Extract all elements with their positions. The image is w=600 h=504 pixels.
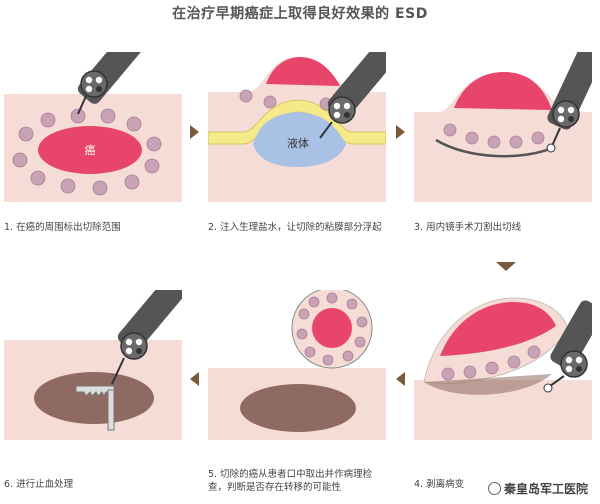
step-5-panel (208, 290, 386, 440)
endoscope (319, 52, 386, 139)
step-2-illustration: 液体 (208, 52, 386, 202)
incision-line (435, 138, 553, 158)
step-3-panel (414, 52, 592, 202)
watermark-text: 秦皇岛军工医院 (503, 482, 588, 496)
step-1-caption: 1. 在癌的周围标出切除范围 (4, 222, 121, 233)
specimen-dots (296, 292, 368, 366)
step-5-caption: 5. 切除的癌从患者口中取出并作病理检查，判断是否存在转移的可能性 (208, 469, 373, 493)
step-6-illustration (4, 290, 182, 440)
marking-dots (443, 123, 545, 149)
step-4-panel (414, 290, 592, 440)
hemostatic-clip (75, 385, 115, 431)
endoscope (77, 52, 149, 115)
arrow-2-to-3 (396, 125, 405, 139)
tumor (454, 72, 552, 110)
marking-dots (441, 345, 541, 381)
fluid-label: 液体 (287, 136, 309, 150)
step-1-illustration: 癌 (4, 52, 182, 202)
wechat-icon (487, 482, 501, 495)
step-6-panel (4, 290, 182, 440)
specimen-tumor (312, 308, 352, 348)
wound-area (240, 384, 356, 432)
step-5-illustration (208, 290, 386, 440)
step-2-panel: 液体 (208, 52, 386, 202)
endoscope (543, 300, 592, 393)
endoscope (546, 52, 592, 153)
wound-area (34, 372, 154, 424)
arrow-1-to-2 (190, 125, 199, 139)
arrow-4-to-5 (396, 372, 405, 386)
marking-dots (12, 108, 162, 196)
tumor-label: 癌 (85, 143, 96, 157)
step-1-panel: 癌 (4, 52, 182, 202)
page-title: 在治疗早期癌症上取得良好效果的 ESD (172, 6, 428, 22)
tumor (440, 302, 556, 356)
fluid (253, 112, 346, 167)
tumor (266, 57, 340, 86)
step-2-caption: 2. 注入生理盐水，让切除的粘膜部分浮起 (208, 222, 382, 233)
dissection-layer (424, 374, 552, 395)
step-4-illustration (414, 297, 592, 440)
step-3-illustration (414, 52, 592, 202)
step-6-caption: 6. 进行止血处理 (4, 479, 74, 490)
step-3-caption: 3. 用内镜手术刀割出切线 (414, 222, 522, 233)
arrow-3-to-4 (496, 262, 516, 271)
arrow-5-to-6 (190, 372, 199, 386)
step-4-caption: 4. 剥离病变 (414, 479, 465, 490)
watermark: 秦皇岛军工医院 (483, 479, 592, 498)
endoscope (111, 290, 182, 385)
tumor (38, 126, 142, 174)
